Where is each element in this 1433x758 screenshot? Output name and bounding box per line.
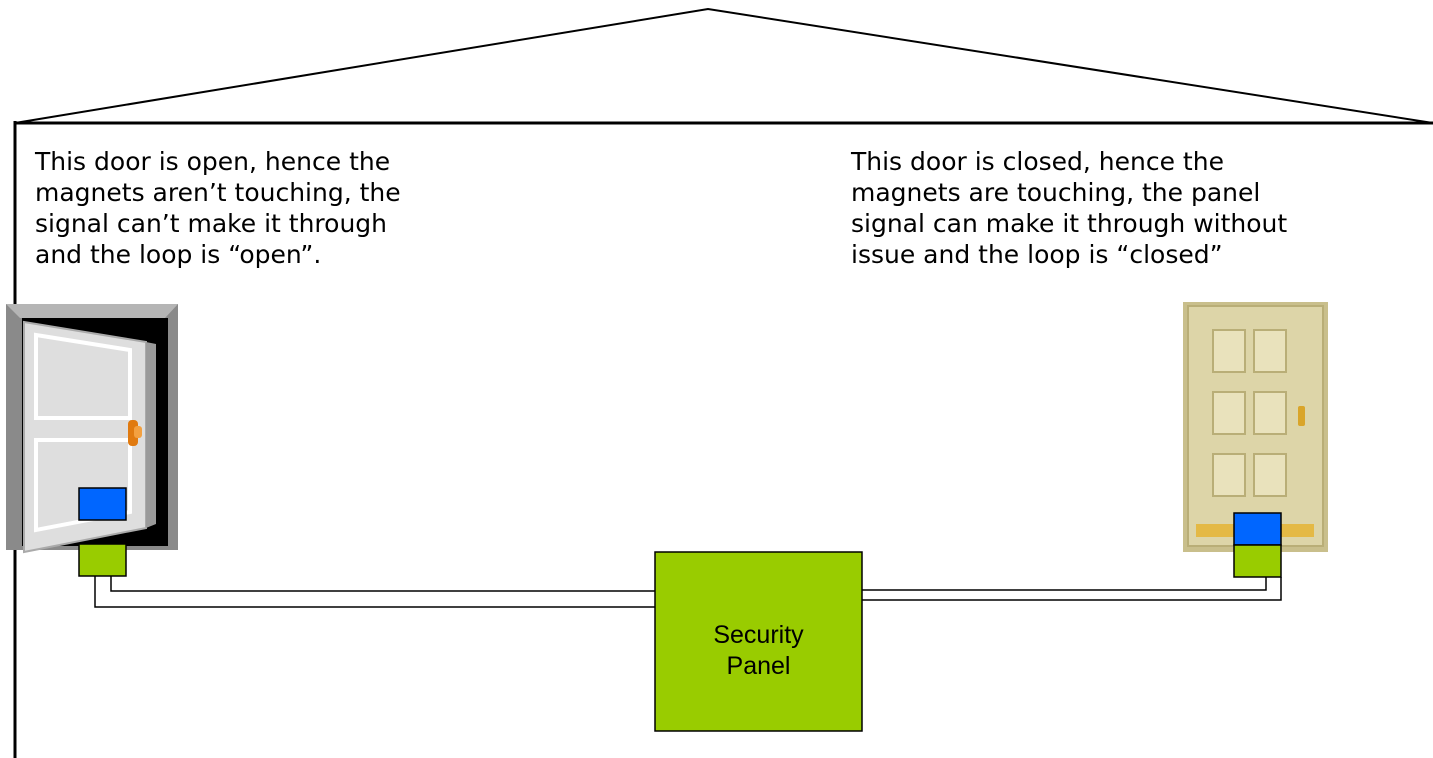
- closed-door: [1183, 302, 1328, 552]
- closed-door-panel: [1212, 453, 1246, 497]
- house-roof: [14, 7, 1433, 124]
- wiring-right: [862, 577, 1282, 601]
- wire-right-inner: [862, 577, 1267, 591]
- open-door-caption: This door is open, hence the magnets are…: [35, 147, 401, 269]
- closed-door-panel: [1212, 329, 1246, 373]
- open-door-leaf-edge: [146, 342, 156, 528]
- open-door-upper-panel: [34, 332, 132, 420]
- open-door-lower-panel: [34, 438, 132, 533]
- wire-left-outer: [94, 575, 656, 608]
- wire-right-outer: [862, 577, 1282, 601]
- closed-door-handle: [1298, 406, 1305, 426]
- open-door-magnet: [78, 487, 127, 521]
- closed-door-panel: [1253, 329, 1287, 373]
- closed-door-panel: [1212, 391, 1246, 435]
- open-door-sensor: [78, 543, 127, 577]
- open-door-frame-bevel: [6, 304, 178, 318]
- closed-door-sensor: [1233, 544, 1282, 578]
- closed-door-panel: [1253, 453, 1287, 497]
- closed-door-panel: [1253, 391, 1287, 435]
- wire-left-inner: [110, 575, 656, 592]
- closed-door-magnet: [1233, 512, 1282, 546]
- closed-door-caption: This door is closed, hence the magnets a…: [851, 147, 1288, 269]
- security-panel: [654, 551, 863, 732]
- open-door-handle-knob: [134, 426, 142, 438]
- wiring-left: [94, 575, 656, 608]
